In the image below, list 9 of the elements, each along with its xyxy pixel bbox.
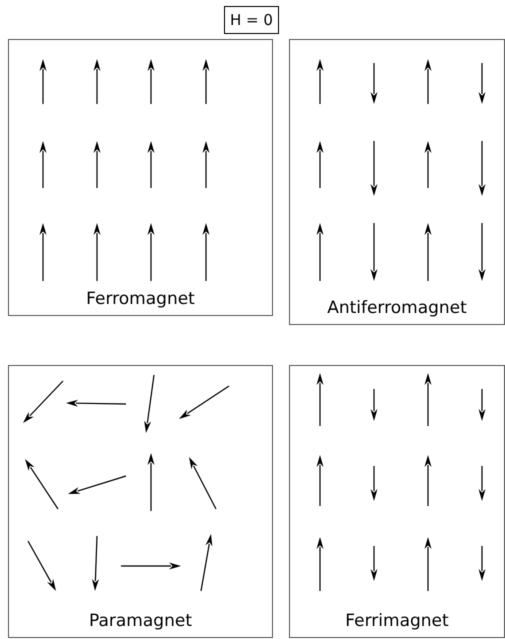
panel-frame [8,39,273,316]
panel-label: Antiferromagnet [327,298,467,318]
panel-frame [8,365,273,638]
panel-frame [289,365,505,638]
panel-frame [289,39,505,325]
title-box: H = 0 [224,6,279,34]
panel-label: Paramagnet [89,611,192,631]
panel-label: Ferromagnet [86,289,195,309]
panel-label: Ferrimagnet [345,611,449,631]
